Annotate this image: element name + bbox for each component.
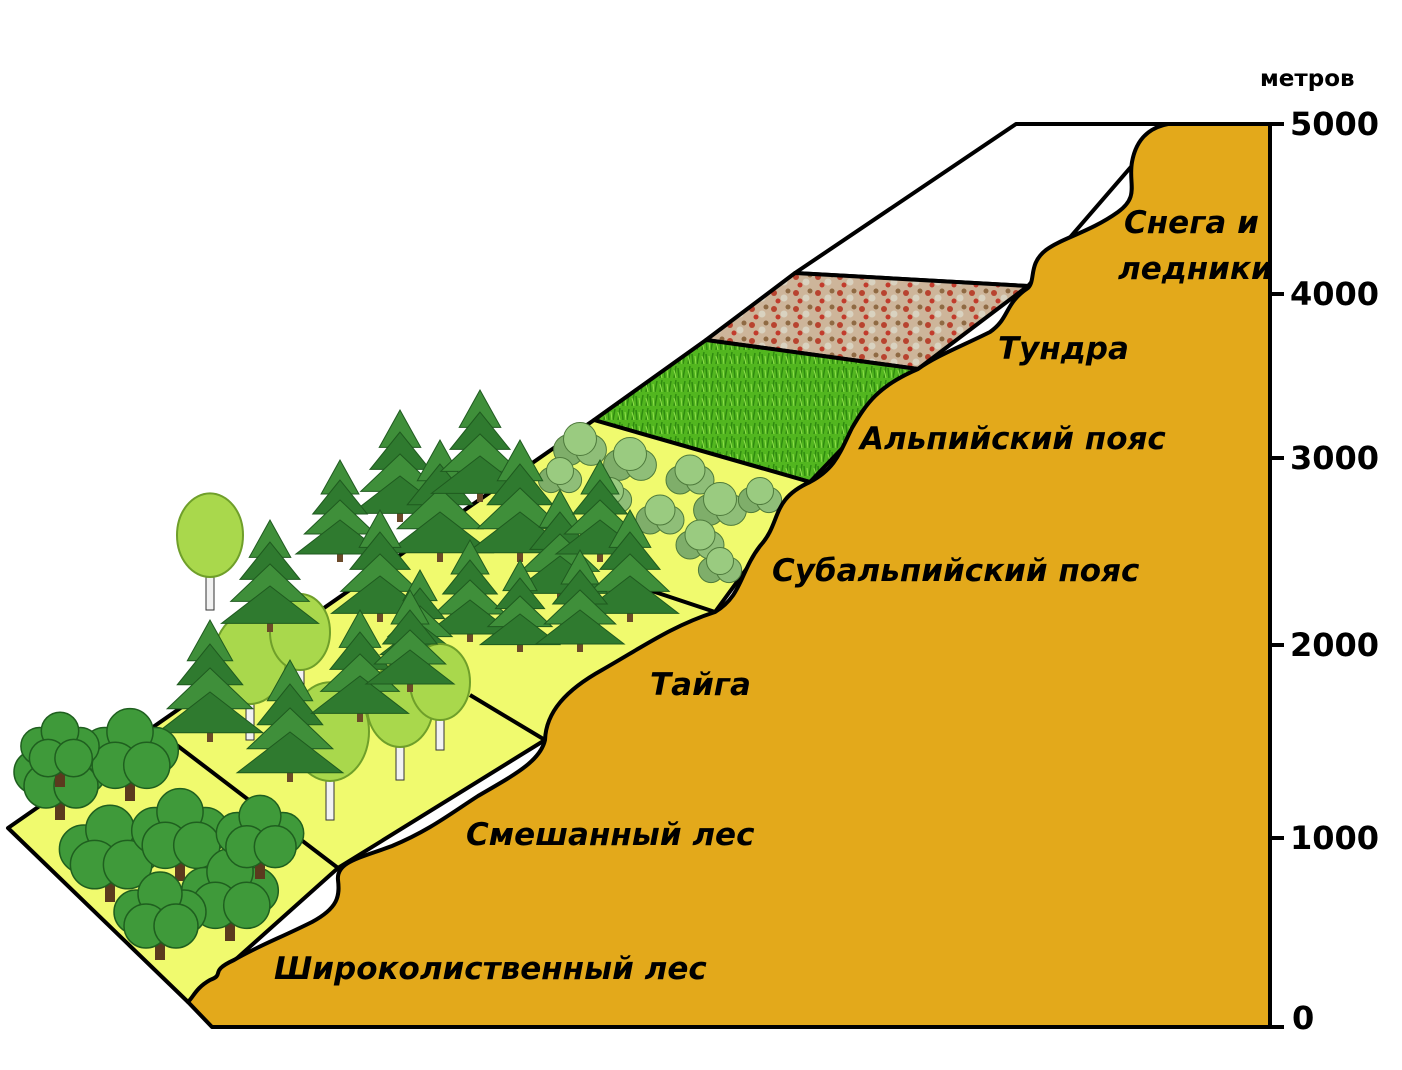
shrub-icon	[603, 437, 657, 481]
spruce-tree-icon	[478, 558, 562, 652]
boundary-taiga-mixed	[468, 693, 547, 742]
zone-label-broadleaf: Широколиственный лес	[274, 951, 707, 987]
zone-label-snow-line1: Снега и	[1124, 205, 1259, 241]
tick-label-1000: 1000	[1290, 819, 1380, 857]
shrub-icon	[693, 482, 747, 526]
zone-label-subalpine: Субальпийский пояс	[772, 553, 1140, 589]
zone-label-mixed: Смешанный лес	[466, 817, 755, 853]
zone-label-alpine: Альпийский пояс	[860, 421, 1166, 457]
mountain-slope-cross-section	[186, 122, 1272, 1029]
tick-label-5000: 5000	[1290, 105, 1380, 143]
tick-label-4000: 4000	[1290, 275, 1380, 313]
tick-label-3000: 3000	[1290, 439, 1380, 477]
shrub-icon	[635, 494, 685, 535]
oak-tree-icon	[58, 804, 162, 902]
spruce-tree-icon	[364, 588, 456, 692]
spruce-tree-icon	[385, 438, 495, 562]
spruce-tree-icon	[155, 618, 265, 742]
spruce-tree-icon	[534, 548, 626, 652]
altitude-unit-label: метров	[1260, 66, 1355, 92]
zone-label-taiga: Тайга	[650, 667, 751, 703]
oak-tree-icon	[215, 794, 305, 879]
boundary-subalpine-taiga	[642, 586, 716, 614]
shrub-icon	[697, 547, 743, 584]
tick-label-2000: 2000	[1290, 626, 1380, 664]
oak-tree-icon	[113, 871, 207, 960]
zone-label-snow-line2: ледники	[1118, 251, 1273, 287]
spruce-tree-icon	[235, 658, 345, 782]
shrub-icon	[665, 454, 715, 495]
shrub-icon	[675, 519, 725, 560]
vegetation-layer	[13, 388, 783, 960]
oak-tree-icon	[20, 711, 100, 787]
birch-tree-icon	[176, 492, 244, 611]
tick-label-0: 0	[1292, 999, 1315, 1037]
oak-tree-icon	[130, 787, 230, 881]
zone-label-tundra: Тундра	[998, 331, 1129, 367]
spruce-tree-icon	[220, 518, 320, 632]
shrub-icon	[737, 477, 783, 514]
